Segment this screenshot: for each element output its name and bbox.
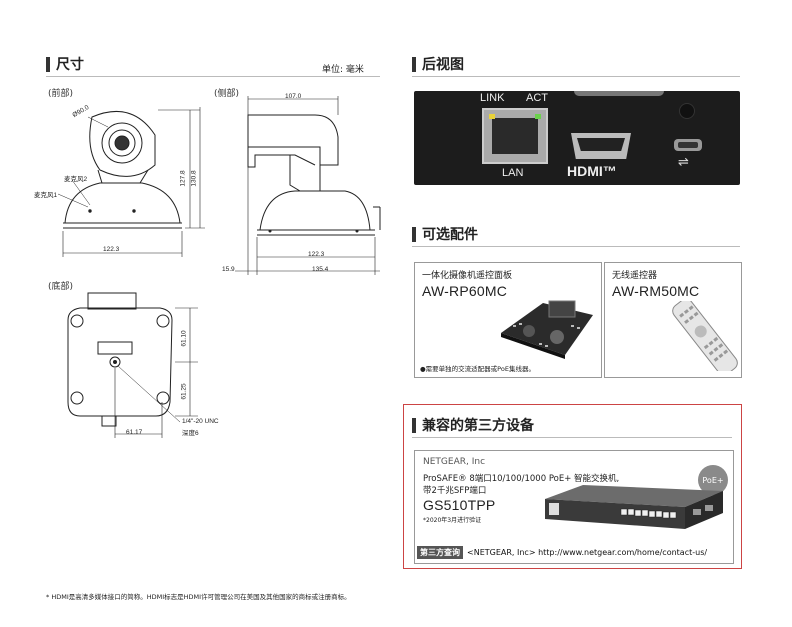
optional-note: ●需要单独的交流适配器或PoE集线器。 (420, 365, 535, 373)
bottom-v2-dim: 61.25 (180, 383, 188, 400)
front-view-drawing (57, 107, 205, 257)
optional-heading: 可选配件 (412, 224, 478, 244)
side-total-dim: 135.4 (312, 266, 329, 273)
netgear-desc-2: 带2千兆SFP端口 (423, 486, 487, 496)
front-height-a: 127.8 (179, 170, 187, 187)
netgear-brand: NETGEAR, Inc (423, 457, 486, 467)
rear-panel-photo: LINK ACT LAN HDMI™ ⇌ (414, 91, 740, 185)
rear-rule (412, 76, 740, 77)
rm50-name: 无线遥控器 (612, 271, 658, 281)
act-label: ACT (526, 92, 548, 104)
dimensions-title: 尺寸 (56, 57, 84, 73)
usb-icon: ⇌ (678, 155, 689, 170)
link-label: LINK (480, 92, 505, 104)
inquiry-row: 第三方查询 <NETGEAR, Inc> http://www.netgear.… (417, 546, 707, 559)
netgear-card: NETGEAR, Inc ProSAFE® 8端口10/100/1000 PoE… (414, 450, 734, 564)
hdmi-logo: HDMI™ (567, 163, 617, 179)
optional-rule (412, 246, 740, 247)
bottom-view-drawing (67, 292, 198, 438)
wireless-remote-image (672, 301, 738, 371)
rear-heading: 后视图 (412, 54, 464, 74)
bottom-h-dim: 61.17 (126, 429, 143, 436)
dimensions-rule (46, 76, 380, 77)
inquiry-link[interactable]: <NETGEAR, Inc> http://www.netgear.com/ho… (467, 548, 708, 557)
side-top-dim: 107.0 (285, 93, 302, 100)
side-base-dim: 122.3 (308, 251, 325, 258)
accessory-card-rm50: 无线遥控器 AW-RM50MC (604, 262, 742, 378)
side-label: (侧部) (214, 89, 240, 99)
third-party-title: 兼容的第三方设备 (422, 418, 534, 434)
accessory-card-rp60: 一体化摄像机遥控面板 AW-RP60MC ●需要单独的交流适配器或PoE集线器。 (414, 262, 602, 378)
mic1-label: 麦克风1 (34, 192, 58, 199)
heading-bar (412, 226, 416, 242)
lan-port (482, 108, 548, 164)
poe-badge: PoE+ (698, 465, 728, 495)
verify-note: *2020年3月进行验证 (423, 517, 482, 524)
optional-title: 可选配件 (422, 227, 478, 243)
side-offset-dim: 15.9 (222, 266, 235, 273)
usb-port (674, 139, 702, 151)
heading-bar (412, 417, 416, 433)
front-width: 122.3 (103, 246, 120, 253)
unit-label: 单位: 毫米 (322, 65, 364, 75)
inquiry-label: 第三方查询 (417, 546, 463, 559)
hdmi-port (571, 133, 631, 159)
heading-bar (46, 56, 50, 72)
third-party-rule (412, 437, 732, 438)
switch-image (545, 485, 723, 529)
rp60-model: AW-RP60MC (422, 283, 508, 299)
lan-label: LAN (502, 167, 524, 179)
rp60-name: 一体化摄像机遥控面板 (422, 271, 513, 281)
bottom-label: (底部) (48, 282, 74, 292)
screw-label: 1/4"-20 UNC (182, 418, 219, 425)
netgear-model: GS510TPP (423, 497, 496, 513)
rm50-model: AW-RM50MC (612, 283, 700, 299)
screw-hole (679, 103, 695, 119)
bottom-v1-dim: 61.10 (180, 330, 188, 347)
screw-depth-label: 深度6 (182, 430, 199, 437)
heading-bar (412, 56, 416, 72)
side-view-drawing (235, 96, 381, 275)
dimensions-heading: 尺寸 (46, 54, 84, 74)
netgear-desc-1: ProSAFE® 8端口10/100/1000 PoE+ 智能交换机, (423, 474, 620, 484)
third-party-box: 兼容的第三方设备 NETGEAR, Inc ProSAFE® 8端口10/100… (403, 404, 742, 569)
remote-panel-image (501, 300, 593, 359)
mic2-label: 麦克风2 (64, 176, 88, 183)
hdmi-footnote: * HDMI是高清多媒体接口的简称。HDMI标志是HDMI许可管理公司在美国及其… (46, 593, 351, 601)
rear-title: 后视图 (422, 57, 464, 73)
front-label: (前部) (48, 89, 74, 99)
front-height-b: 130.8 (190, 170, 198, 187)
rear-top-slot (574, 91, 664, 96)
third-party-heading: 兼容的第三方设备 (412, 415, 534, 435)
